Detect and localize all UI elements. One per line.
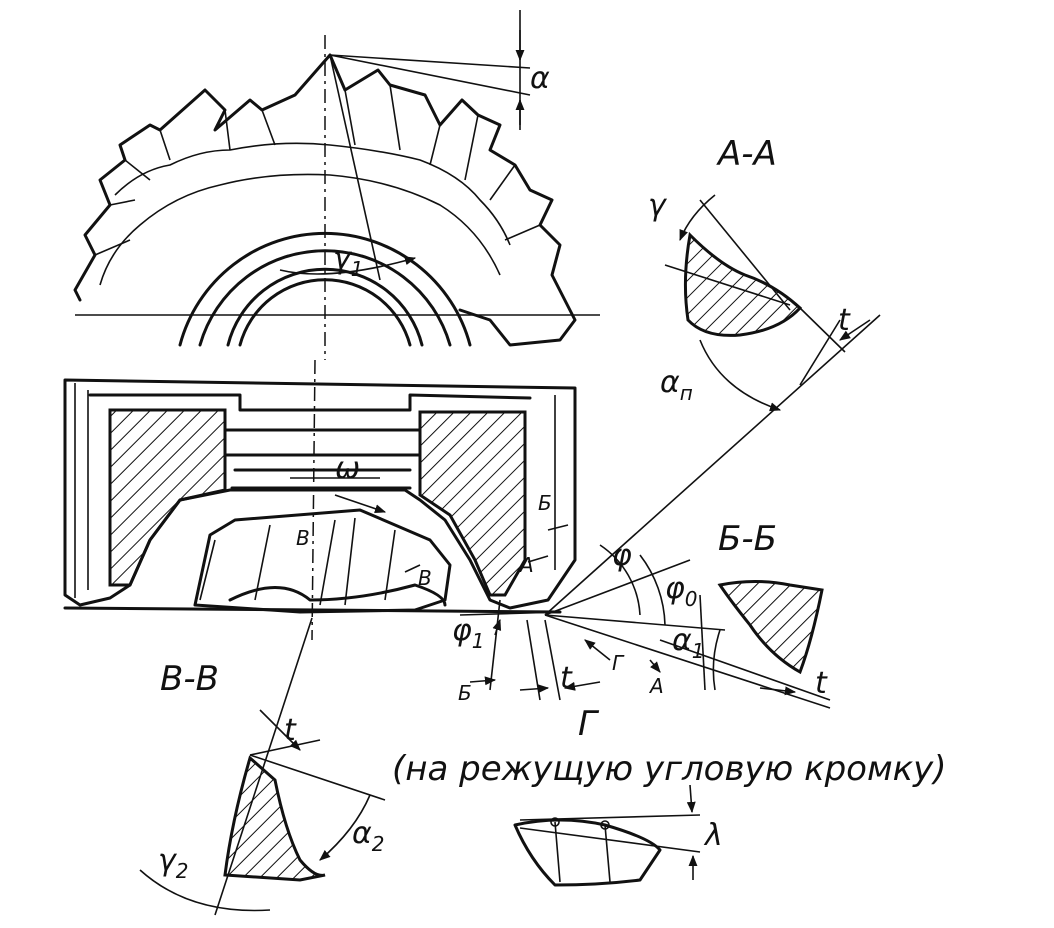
alpha-n-arc (699, 339, 782, 412)
t-ext-1 (544, 619, 561, 701)
gamma1-arc (279, 256, 417, 275)
cut-b-top-mark (547, 524, 569, 531)
label-gamma1: γ1 (333, 241, 364, 281)
alpha1-arc (712, 629, 721, 691)
vv-ref-1 (249, 754, 386, 801)
cutter-inner-contour-2 (99, 173, 501, 286)
bore-steps (223, 428, 422, 490)
lambda-ref-2 (519, 827, 701, 853)
label-gamma: γ (648, 188, 668, 223)
view-g-caption: (на режущую угловую кромку) (392, 749, 947, 789)
cutter-front-view: α γ1 (73, 10, 600, 360)
aa-ref-2 (664, 264, 791, 306)
section-bb-profile (717, 580, 824, 675)
phi-arc (599, 544, 641, 616)
cut-a-bottom: А (648, 674, 664, 698)
gamma-arc (679, 194, 716, 242)
bb-ref-2 (659, 639, 831, 701)
label-phi1: φ1 (452, 613, 485, 653)
section-bb-title: Б-Б (718, 519, 777, 559)
gamma2-arc (139, 869, 271, 912)
cut-g-arrow (584, 639, 611, 661)
alpha2-arc (319, 794, 371, 861)
t-arrow-2 (563, 681, 601, 691)
section-bb: Б-Б α1 t (659, 519, 831, 701)
label-alpha: α (530, 61, 550, 96)
edge-base-line (459, 611, 561, 616)
aa-t-ext (799, 307, 846, 353)
section-aa-profile (683, 231, 803, 337)
phi1-arrow (492, 618, 502, 636)
label-gamma2: γ2 (158, 843, 189, 883)
view-g-profile (513, 818, 662, 887)
vv-t-arrow (259, 709, 301, 751)
edge-line-2 (544, 614, 726, 631)
tooth-section (193, 508, 452, 614)
bb-t-arrow (759, 686, 797, 696)
section-outline (63, 378, 577, 610)
label-alpha1: α1 (672, 623, 705, 663)
cut-v-top: В (296, 526, 310, 550)
view-g-dot-2 (600, 820, 610, 830)
long-diagonal-to-aa (544, 314, 881, 616)
label-lambda: λ (703, 818, 723, 853)
section-vv-title: В-В (160, 659, 219, 699)
cut-b-bottom: Б (458, 681, 472, 705)
section-upper-step (88, 393, 532, 412)
label-alpha-n: αп (660, 365, 693, 405)
cut-g-label: Г (612, 651, 625, 675)
view-g-dot-1 (550, 817, 560, 827)
label-t-bb: t (815, 666, 828, 701)
t-arrow-1 (519, 684, 550, 694)
tooth-lines (199, 517, 396, 606)
label-t-aa: t (838, 303, 851, 338)
cut-a-top-mark (527, 555, 549, 563)
flute-lines (94, 84, 541, 256)
aa-t-arrow (839, 319, 871, 341)
label-alpha2: α2 (352, 816, 385, 856)
phi0-arc (639, 554, 666, 626)
axis-vertical-section (311, 359, 316, 641)
cut-b-top: Б (538, 491, 552, 515)
hub-middle-ring (198, 249, 452, 347)
alpha-ref-line-2 (329, 54, 531, 96)
label-omega: ω (335, 451, 360, 486)
label-t-vv: t (284, 713, 297, 748)
edge-line-3 (544, 559, 691, 616)
corner-angle-construction: φ φ0 φ1 t Б Г А (452, 314, 881, 709)
cut-v-mark (404, 564, 421, 573)
bb-ref-1 (699, 594, 706, 691)
aa-ref-1 (699, 199, 791, 311)
view-g-title: Г (578, 704, 600, 744)
omega-arrow (334, 494, 387, 513)
hub-inner-ring (226, 267, 424, 347)
phi1-line (489, 599, 501, 691)
tooth-bottom-curve (228, 583, 447, 607)
aa-t-line (799, 319, 841, 386)
cutter-section-view: ω В В Б А (63, 359, 577, 641)
edge-line-1 (544, 614, 831, 709)
lambda-ref-1 (519, 814, 701, 821)
lambda-arrow-1 (686, 784, 696, 814)
label-t-main: t (560, 661, 573, 696)
section-vv-profile (223, 755, 326, 882)
label-phi0: φ0 (665, 571, 698, 611)
section-aa: А-А t γ αп (648, 134, 871, 412)
view-g: Г (на режущую угловую кромку) λ (392, 704, 947, 887)
cutter-inner-contour (114, 142, 511, 246)
cut-v-right: В (418, 566, 432, 590)
view-g-lines (554, 821, 611, 883)
alpha-ref-line-1 (329, 54, 531, 69)
cut-b-bottom-arrow (469, 676, 497, 686)
hatch-right (418, 410, 527, 597)
label-phi: φ (612, 538, 632, 573)
gamma1-ref-line (329, 54, 381, 281)
section-aa-title: А-А (716, 134, 777, 174)
section-vv: В-В t α2 γ2 (139, 617, 386, 916)
vv-ref-2 (249, 739, 321, 756)
hatch-left (108, 408, 227, 587)
cut-a-top: А (518, 553, 534, 577)
cut-a-bottom-arrow (649, 659, 661, 673)
